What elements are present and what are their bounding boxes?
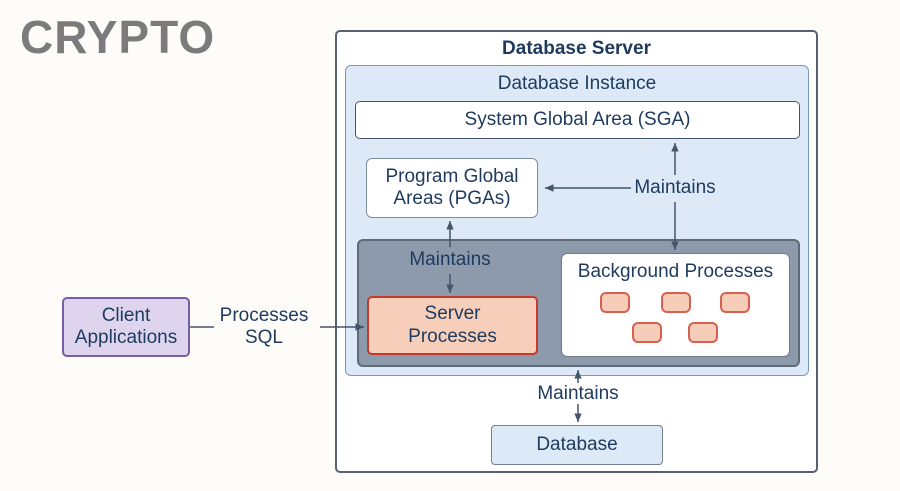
server-processes-box: Server Processes (367, 296, 538, 355)
database-instance-title: Database Instance (497, 72, 657, 94)
edge-label-maintains-pga-server: Maintains (409, 248, 491, 270)
background-process-chip (661, 292, 691, 313)
client-applications-box: Client Applications (62, 297, 190, 357)
database-server-title: Database Server (502, 38, 651, 59)
sga-box: System Global Area (SGA) (355, 101, 800, 139)
background-process-chip (632, 322, 662, 343)
background-process-chip (688, 322, 718, 343)
crypto-logo: CRYPTO (20, 11, 216, 63)
database-box: Database (491, 425, 663, 465)
edge-label-maintains-database: Maintains (537, 382, 619, 404)
background-processes-title: Background Processes (577, 260, 774, 282)
pga-box: Program Global Areas (PGAs) (366, 158, 538, 218)
edge-label-maintains-sga: Maintains (634, 176, 716, 198)
background-process-chip (600, 292, 630, 313)
edge-label-processes-sql: Processes SQL (219, 304, 309, 348)
background-process-chip (720, 292, 750, 313)
